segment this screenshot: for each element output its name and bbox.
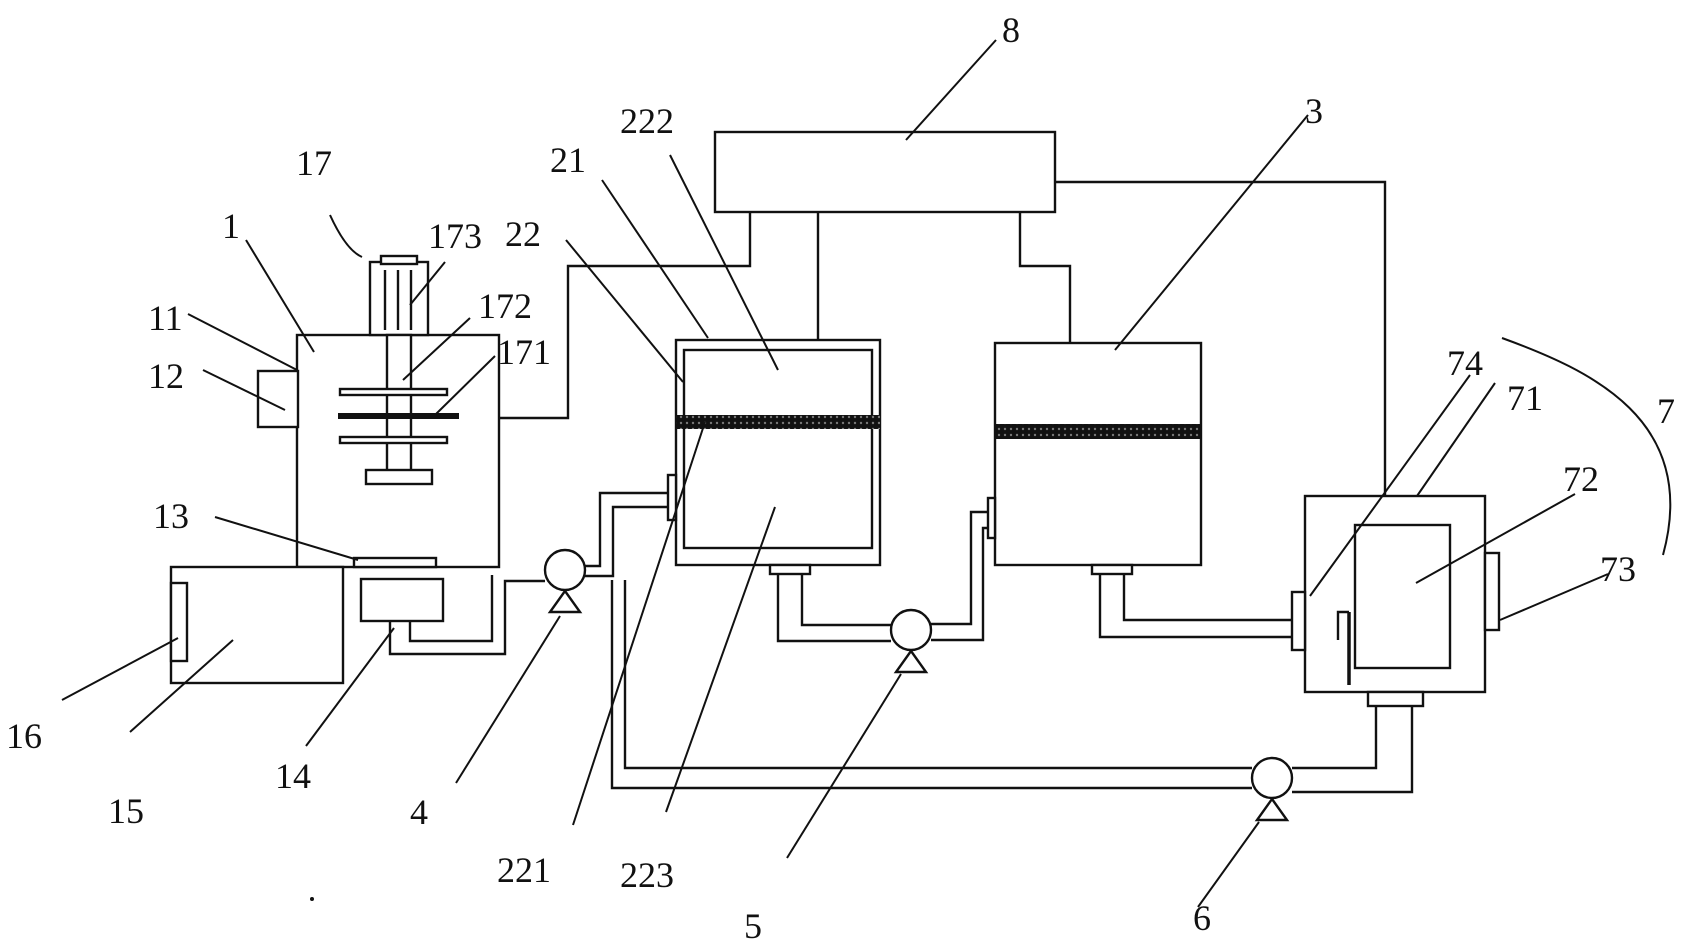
inlet-74: [1290, 590, 1307, 652]
label-14: 14: [275, 756, 311, 796]
mixing-tank-1: [256, 254, 501, 623]
inlet-port-3: [986, 496, 997, 540]
label-172: 172: [478, 286, 532, 326]
label-8: 8: [1002, 10, 1020, 50]
label-15: 15: [108, 791, 144, 831]
blade-lower: [338, 435, 449, 445]
label-1: 1: [222, 206, 240, 246]
label-4: 4: [410, 792, 428, 832]
filter-layer-3: [995, 424, 1201, 439]
side-part-73: [1483, 551, 1501, 632]
label-16: 16: [6, 716, 42, 756]
filter-layer-221: [676, 415, 880, 429]
unit-7: [1290, 494, 1501, 708]
leader-lines: [61, 39, 1672, 908]
label-21: 21: [550, 140, 586, 180]
tank-3: [986, 341, 1203, 576]
pump-5: [889, 608, 933, 674]
blade-middle: [338, 413, 459, 419]
bottom-outlet-7: [1366, 690, 1425, 708]
shaft-base: [364, 468, 434, 486]
pipes: [388, 180, 1414, 794]
label-11: 11: [148, 298, 183, 338]
label-6: 6: [1193, 898, 1211, 938]
label-223: 223: [620, 855, 674, 895]
filter-tank-2: [666, 338, 882, 576]
label-173: 173: [428, 216, 482, 256]
base-box-15: [169, 565, 345, 685]
dot-mark: [310, 897, 314, 901]
label-171: 171: [497, 332, 551, 372]
label-71: 71: [1507, 378, 1543, 418]
label-222: 222: [620, 101, 674, 141]
label-221: 221: [497, 850, 551, 890]
handle-16: [169, 581, 189, 663]
label-73: 73: [1600, 549, 1636, 589]
outlet-valve-13: [352, 556, 438, 569]
pump-6: [1250, 756, 1294, 822]
labels: 8 222 3 21 17 22 173 1 11 172 171 12 74 …: [6, 10, 1675, 946]
component-8-box: [713, 130, 1057, 214]
label-72: 72: [1563, 459, 1599, 499]
label-74: 74: [1447, 343, 1483, 383]
chamber-72: [1353, 523, 1452, 670]
label-5: 5: [744, 906, 762, 946]
label-7: 7: [1657, 391, 1675, 431]
label-22: 22: [505, 214, 541, 254]
label-17: 17: [296, 143, 332, 183]
blade-upper: [338, 387, 449, 397]
outlet-port-2: [768, 563, 812, 576]
label-13: 13: [153, 496, 189, 536]
label-3: 3: [1305, 91, 1323, 131]
shaft-172: [385, 333, 413, 473]
unit-14: [359, 577, 445, 623]
outlet-port-3: [1090, 563, 1134, 576]
label-12: 12: [148, 356, 184, 396]
pump-4: [543, 548, 587, 614]
